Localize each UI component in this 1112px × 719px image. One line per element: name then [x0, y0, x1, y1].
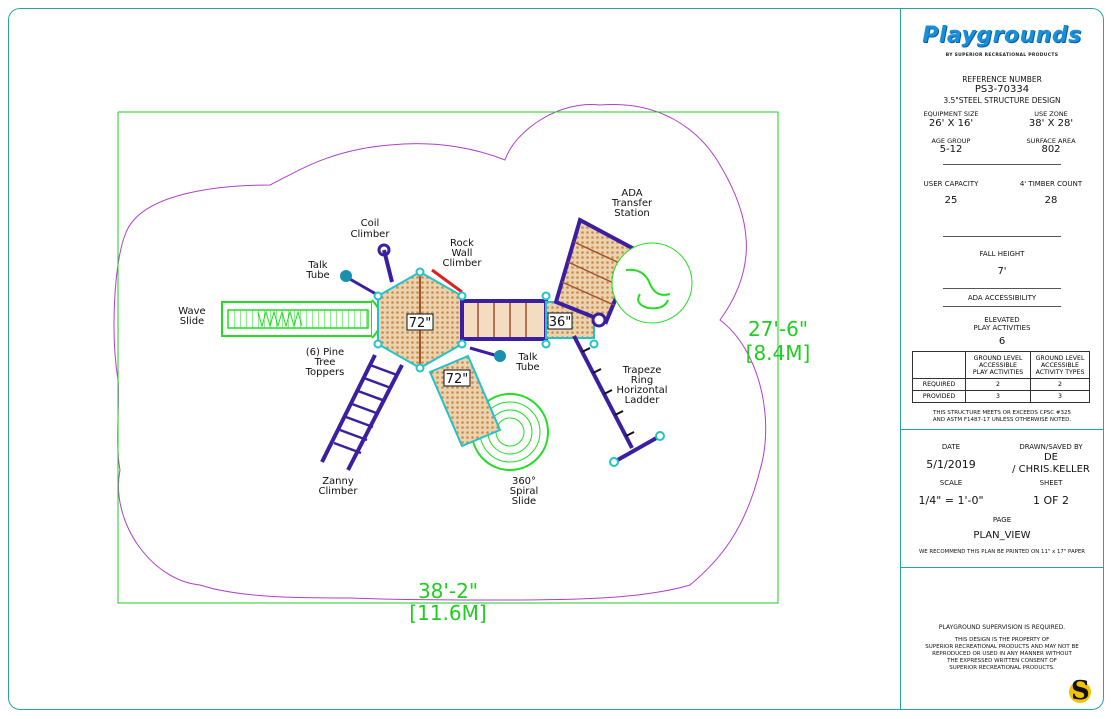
scale-label: SCALE: [939, 479, 963, 487]
fall-height: 7': [997, 266, 1007, 277]
age-group-label: AGE GROUP: [931, 137, 971, 145]
use-zone: 38' X 28': [1028, 118, 1074, 129]
rock-wall-climber: [431, 268, 463, 294]
use-zone-dim-lines: [117, 111, 779, 604]
pine-tree-toppers: [373, 267, 599, 373]
date-label: DATE: [941, 443, 961, 451]
equipment-size: 26' X 16': [928, 118, 974, 129]
table-row: REQUIRED 2 2: [912, 378, 1090, 391]
drawn-by-1: DE: [1043, 452, 1059, 463]
surface-area-label: SURFACE AREA: [1026, 137, 1076, 145]
dim-width-m: [11.6M]: [409, 601, 486, 625]
property-note-3: REPRODUCED OR USED IN ANY MANNER WITHOUT: [932, 651, 1072, 657]
talk-tube-lower: [469, 346, 506, 362]
drawn-by-label: DRAWN/SAVED BY: [1019, 443, 1083, 451]
table-row: PROVIDED 3 3: [912, 390, 1090, 403]
property-note-5: SUPERIOR RECREATIONAL PRODUCTS.: [949, 665, 1055, 671]
structure-design: 3.5"STEEL STRUCTURE DESIGN: [943, 96, 1061, 105]
bridge: [460, 299, 548, 341]
talk-tube-upper: [340, 270, 377, 296]
dim-width-ft: 38'-2": [418, 579, 478, 603]
property-note-2: SUPERIOR RECREATIONAL PRODUCTS AND MAY N…: [925, 644, 1079, 650]
timber-count-label: 4' TIMBER COUNT: [1019, 180, 1083, 188]
wave-slide: [221, 299, 382, 339]
deck-labels: 72" 72" 36": [406, 312, 573, 387]
section-divider: [901, 429, 1103, 430]
divider: [943, 164, 1061, 165]
ref-value: PS3-70334: [974, 84, 1030, 95]
cpsc-note-1: THIS STRUCTURE MEETS OR EXCEEDS CPSC #32…: [933, 410, 1071, 416]
scale-value: 1/4" = 1'-0": [918, 494, 984, 507]
logo-subtitle: BY SUPERIOR RECREATIONAL PRODUCTS: [945, 53, 1059, 58]
ref-label: REFERENCE NUMBER: [962, 75, 1042, 84]
drawing-sheet-border: [8, 8, 1104, 710]
dim-height-m: [8.4M]: [746, 341, 811, 365]
drawn-by-2: / CHRIS.KELLER: [1012, 464, 1090, 475]
user-capacity: 25: [944, 195, 958, 206]
playgrounds-logo: Playgrounds: [922, 23, 1082, 48]
ada-label: ADA ACCESSIBILITY: [967, 294, 1037, 302]
sheet-value: 1 OF 2: [1033, 494, 1069, 507]
deck-72-lower-label: 72": [446, 372, 469, 387]
property-note-1: THIS DESIGN IS THE PROPERTY OF: [954, 637, 1050, 643]
divider: [943, 288, 1061, 289]
supervision-note: PLAYGROUND SUPERVISION IS REQUIRED.: [938, 624, 1066, 631]
date-value: 5/1/2019: [926, 458, 976, 471]
property-note-4: THE EXPRESSED WRITTEN CONSENT OF: [947, 658, 1057, 664]
page-label: PAGE: [992, 516, 1012, 524]
superior-logo-icon: [1069, 681, 1091, 703]
coil-climber: [377, 243, 394, 283]
deck-36-label: 36": [549, 315, 572, 330]
surface-area: 802: [1041, 144, 1061, 155]
dim-height-ft: 27'-6": [748, 317, 808, 341]
title-block: Playgrounds BY SUPERIOR RECREATIONAL PRO…: [900, 9, 1103, 709]
divider: [943, 236, 1061, 237]
use-zone-label: USE ZONE: [1034, 110, 1068, 118]
zanny-climber: [320, 354, 404, 471]
elevated-label-2: PLAY ACTIVITIES: [973, 324, 1031, 332]
fall-height-label: FALL HEIGHT: [979, 250, 1025, 258]
print-note: WE RECOMMEND THIS PLAN BE PRINTED ON 11"…: [918, 549, 1086, 555]
superior-logo-letter: S: [1071, 676, 1090, 706]
cpsc-note-2: AND ASTM F1487-17 UNLESS OTHERWISE NOTED…: [932, 417, 1072, 423]
timber-count: 28: [1044, 195, 1058, 206]
deck-72-upper-label: 72": [409, 316, 432, 331]
sheet-label: SHEET: [1039, 479, 1063, 487]
trapeze-ring-ladder: [572, 312, 665, 467]
use-zone-outline: [113, 103, 767, 601]
divider: [943, 306, 1061, 307]
elevated-label: ELEVATED: [984, 316, 1020, 324]
equipment-size-label: EQUIPMENT SIZE: [923, 110, 979, 118]
page-value: PLAN_VIEW: [973, 530, 1031, 541]
ada-transfer-station: [553, 217, 693, 325]
elevated-value: 6: [998, 336, 1006, 347]
user-capacity-label: USER CAPACITY: [923, 180, 979, 188]
age-group: 5-12: [939, 144, 963, 155]
section-divider: [901, 567, 1103, 568]
